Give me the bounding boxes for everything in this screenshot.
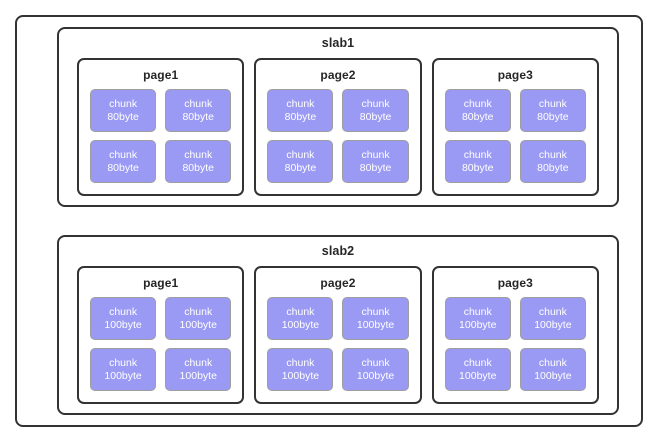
chunk-label: chunk [538, 149, 567, 161]
chunk-label: chunk [361, 98, 390, 110]
slab-container-slab1: slab1 page1 chunk 80byte chunk 80byte [57, 27, 619, 207]
chunk-box: chunk 100byte [267, 348, 334, 391]
chunk-size: 80byte [284, 110, 317, 123]
chunk-size: 80byte [461, 161, 494, 174]
chunk-grid: chunk 80byte chunk 80byte chunk 80byte [90, 89, 232, 183]
page-title: page1 [143, 68, 179, 82]
chunk-size: 100byte [356, 318, 395, 331]
chunk-grid: chunk 100byte chunk 100byte chunk 100byt… [90, 297, 232, 391]
chunk-box: chunk 80byte [267, 89, 334, 132]
chunk-label: chunk [184, 357, 213, 369]
chunk-label: chunk [463, 98, 492, 110]
chunk-box: chunk 100byte [165, 348, 232, 391]
chunk-size: 100byte [356, 369, 395, 382]
chunk-box: chunk 80byte [90, 140, 157, 183]
chunk-grid: chunk 80byte chunk 80byte chunk 80byte [267, 89, 409, 183]
chunk-size: 100byte [459, 369, 497, 382]
chunk-box: chunk 80byte [519, 89, 586, 132]
chunk-size: 100byte [534, 369, 572, 382]
page-title: page2 [320, 68, 356, 82]
chunk-box: chunk 100byte [519, 348, 586, 391]
chunk-box: chunk 80byte [444, 89, 511, 132]
chunk-label: chunk [184, 149, 213, 161]
chunk-size: 100byte [459, 318, 497, 331]
chunk-grid: chunk 80byte chunk 80byte chunk 80byte [444, 89, 586, 183]
chunk-label: chunk [286, 357, 315, 369]
chunk-box: chunk 100byte [444, 348, 511, 391]
chunk-label: chunk [109, 149, 138, 161]
page-container-page2: page2 chunk 80byte chunk 80byte chunk 80 [254, 58, 422, 196]
chunk-size: 100byte [281, 318, 320, 331]
chunk-grid: chunk 100byte chunk 100byte chunk 100byt… [267, 297, 409, 391]
page-row: page1 chunk 100byte chunk 100byte chunk [77, 266, 599, 404]
chunk-label: chunk [184, 98, 213, 110]
chunk-size: 80byte [182, 110, 214, 123]
chunk-label: chunk [361, 357, 390, 369]
chunk-size: 80byte [461, 110, 494, 123]
chunk-box: chunk 80byte [165, 140, 232, 183]
chunk-box: chunk 80byte [342, 89, 409, 132]
allocator-container: slab1 page1 chunk 80byte chunk 80byte [15, 15, 643, 427]
page-container-page3: page3 chunk 100byte chunk 100byte chunk [431, 266, 599, 404]
chunk-box: chunk 100byte [342, 348, 409, 391]
page-container-page3: page3 chunk 80byte chunk 80byte chunk 80 [431, 58, 599, 196]
chunk-label: chunk [109, 357, 138, 369]
chunk-label: chunk [538, 306, 567, 318]
chunk-label: chunk [109, 306, 138, 318]
chunk-grid: chunk 100byte chunk 100byte chunk 100byt… [444, 297, 586, 391]
chunk-size: 100byte [179, 318, 217, 331]
chunk-label: chunk [286, 149, 315, 161]
chunk-label: chunk [463, 149, 492, 161]
chunk-size: 80byte [537, 110, 569, 123]
chunk-size: 100byte [179, 369, 217, 382]
chunk-box: chunk 80byte [267, 140, 334, 183]
chunk-box: chunk 80byte [90, 89, 157, 132]
chunk-box: chunk 100byte [90, 348, 157, 391]
page-title: page3 [497, 276, 533, 290]
chunk-label: chunk [184, 306, 213, 318]
page-title: page2 [320, 276, 356, 290]
chunk-size: 80byte [107, 110, 139, 123]
slab-container-slab2: slab2 page1 chunk 100byte chunk 100byte [57, 235, 619, 415]
chunk-size: 80byte [359, 161, 392, 174]
chunk-box: chunk 80byte [444, 140, 511, 183]
chunk-label: chunk [109, 98, 138, 110]
page-container-page1: page1 chunk 80byte chunk 80byte chunk 80 [77, 58, 245, 196]
chunk-label: chunk [463, 357, 492, 369]
chunk-box: chunk 100byte [165, 297, 232, 340]
chunk-size: 80byte [537, 161, 569, 174]
chunk-size: 100byte [104, 318, 142, 331]
chunk-box: chunk 100byte [519, 297, 586, 340]
chunk-box: chunk 100byte [90, 297, 157, 340]
chunk-label: chunk [538, 357, 567, 369]
chunk-size: 80byte [182, 161, 214, 174]
chunk-size: 100byte [104, 369, 142, 382]
chunk-box: chunk 80byte [342, 140, 409, 183]
page-container-page1: page1 chunk 100byte chunk 100byte chunk [77, 266, 245, 404]
chunk-size: 80byte [107, 161, 139, 174]
chunk-label: chunk [538, 98, 567, 110]
chunk-size: 100byte [534, 318, 572, 331]
chunk-label: chunk [361, 306, 390, 318]
chunk-label: chunk [286, 306, 315, 318]
page-row: page1 chunk 80byte chunk 80byte chunk 80 [77, 58, 599, 196]
chunk-size: 80byte [284, 161, 317, 174]
chunk-box: chunk 100byte [444, 297, 511, 340]
slab-title: slab2 [321, 244, 355, 258]
chunk-box: chunk 80byte [165, 89, 232, 132]
chunk-size: 80byte [359, 110, 392, 123]
chunk-label: chunk [361, 149, 390, 161]
chunk-label: chunk [286, 98, 315, 110]
page-container-page2: page2 chunk 100byte chunk 100byte chunk [254, 266, 422, 404]
chunk-size: 100byte [281, 369, 320, 382]
chunk-box: chunk 100byte [267, 297, 334, 340]
chunk-box: chunk 80byte [519, 140, 586, 183]
slab-title: slab1 [321, 36, 355, 50]
page-title: page1 [143, 276, 179, 290]
chunk-box: chunk 100byte [342, 297, 409, 340]
chunk-label: chunk [463, 306, 492, 318]
page-title: page3 [497, 68, 533, 82]
